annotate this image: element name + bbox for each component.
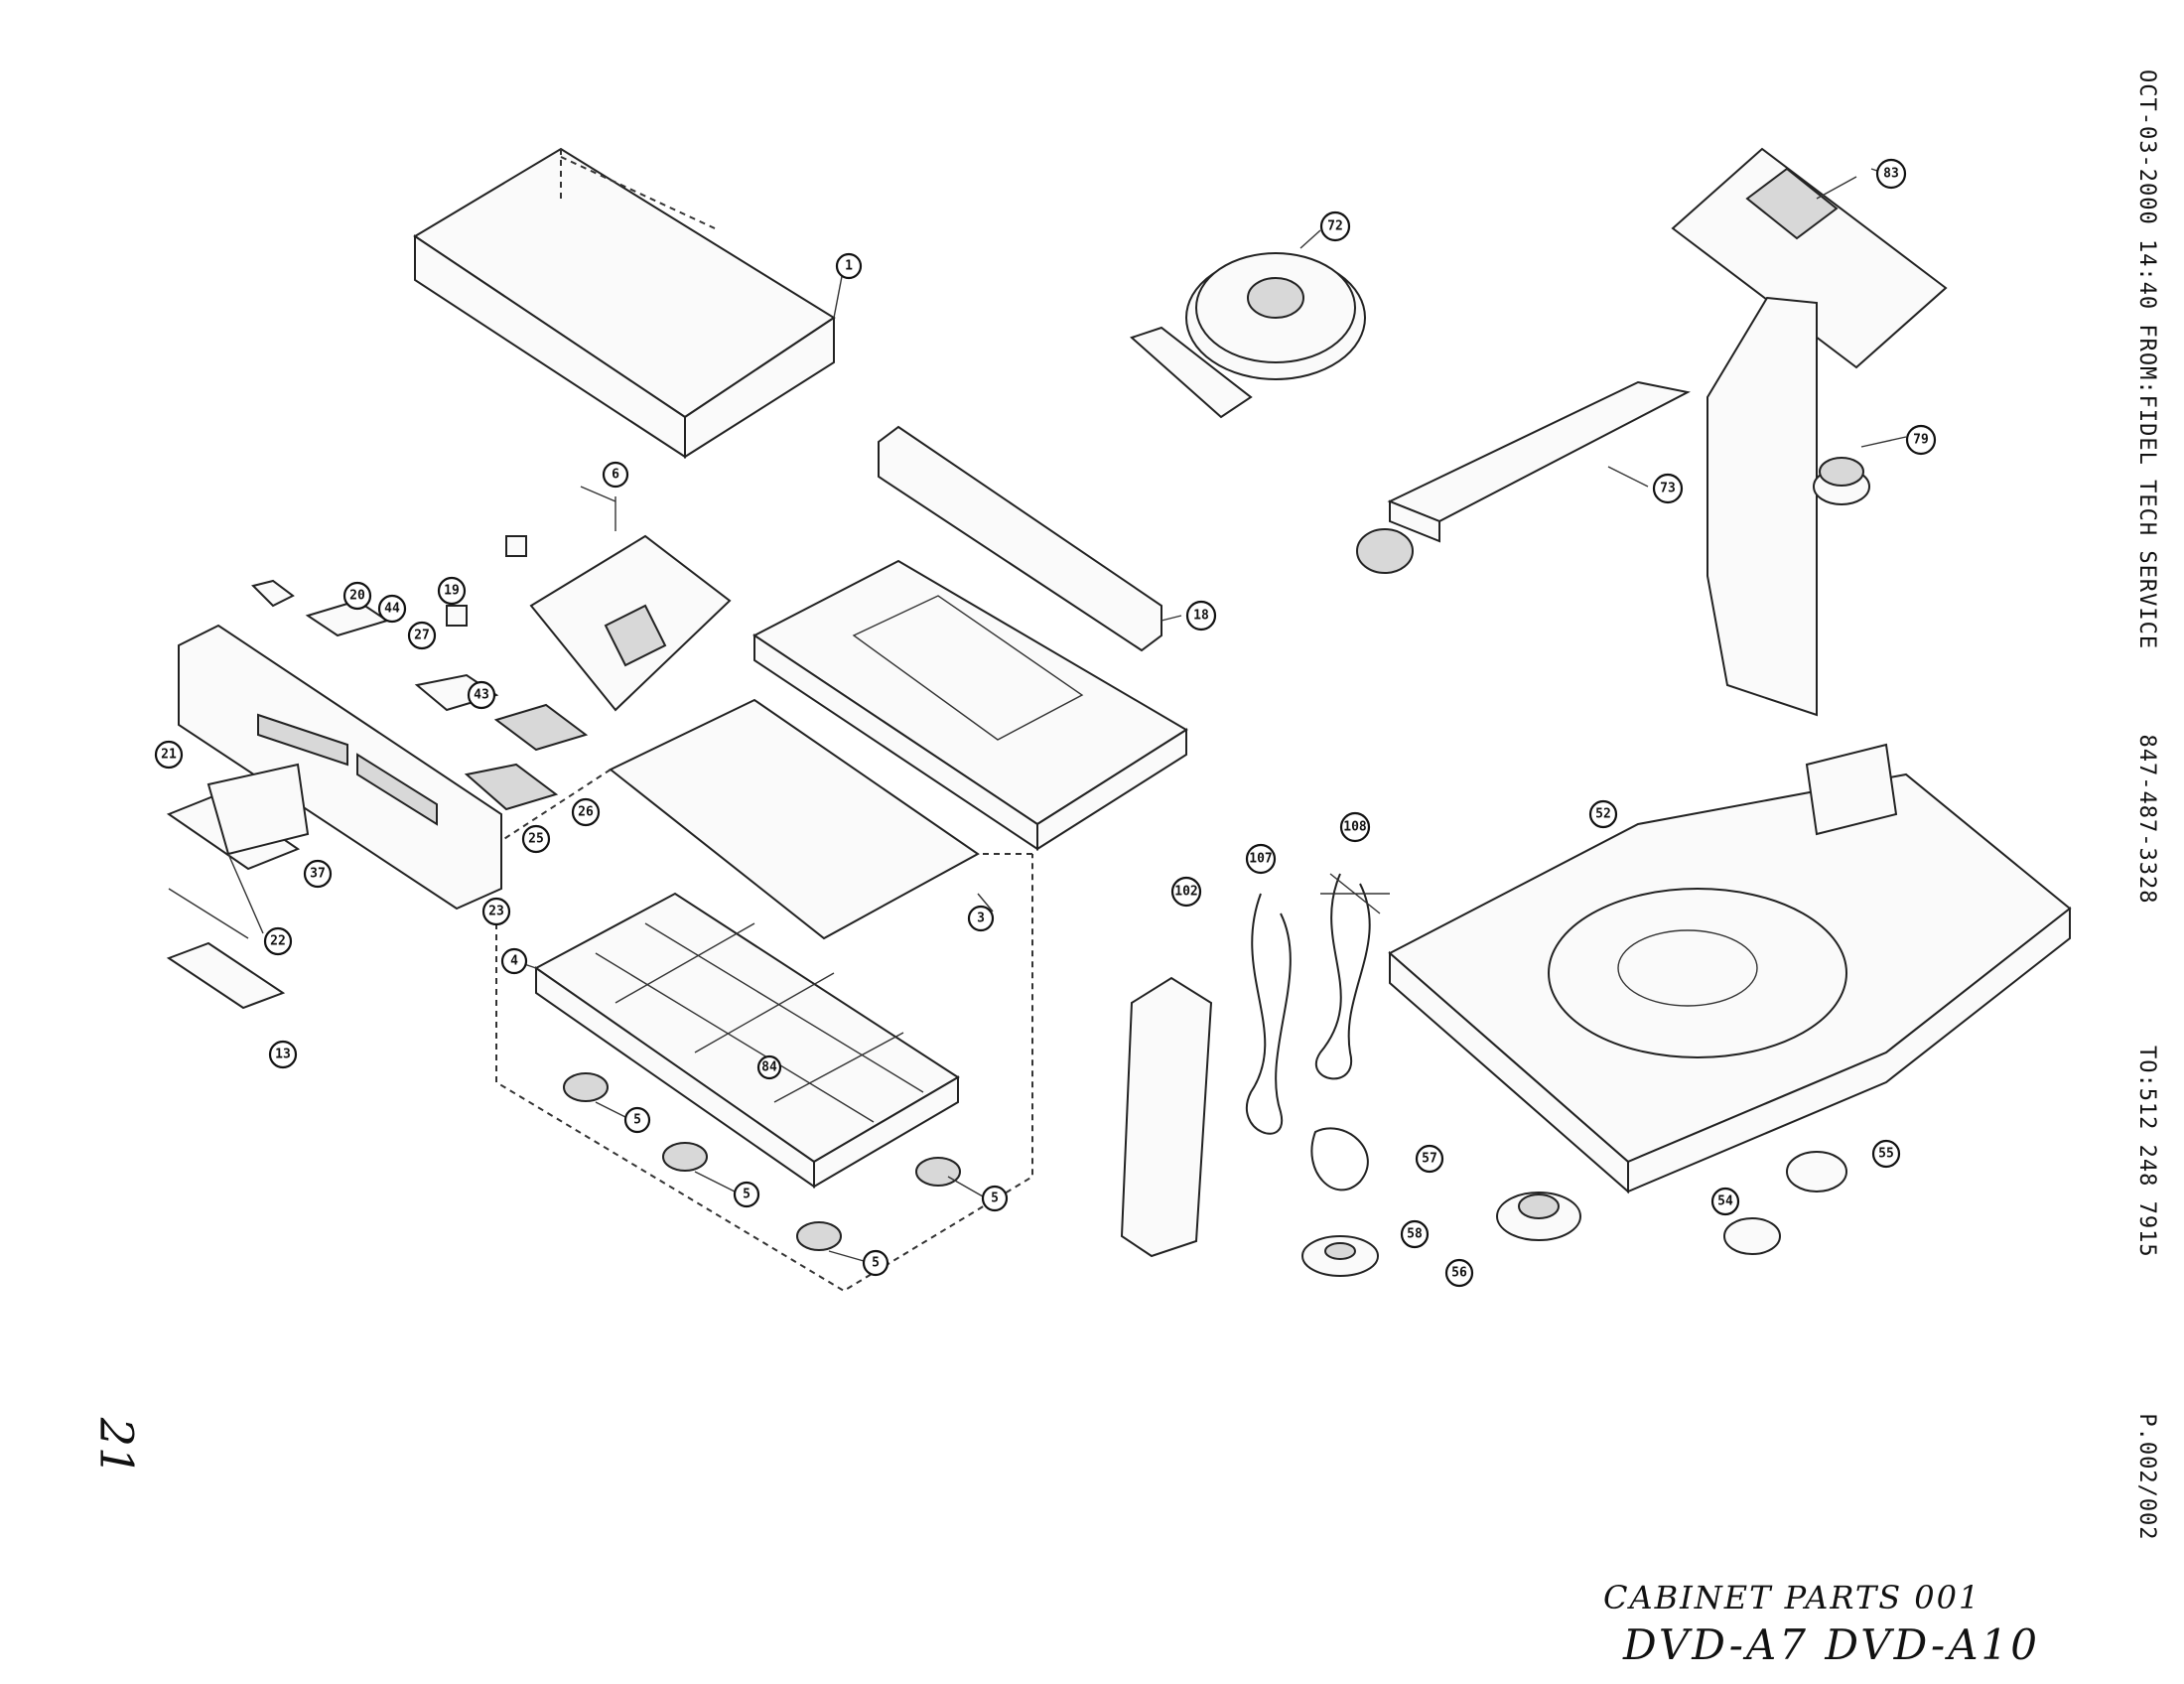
callout-13: 13 [268,1040,298,1069]
callout-5d: 5 [862,1249,889,1277]
svg-text:19: 19 [444,584,460,599]
callout-23: 23 [481,897,511,926]
callout-25: 25 [521,824,551,854]
tray-mechanism-parts [1301,1127,1847,1277]
callout-56: 56 [1444,1258,1474,1288]
callout-102: 102 [1170,876,1202,908]
callout-57: 57 [1415,1144,1444,1174]
callout-5c: 5 [981,1185,1009,1212]
callout-84: 84 [756,1054,782,1080]
callout-108: 108 [1339,811,1371,843]
svg-text:26: 26 [578,805,594,820]
callout-79: 79 [1905,424,1937,456]
callout-54: 54 [1710,1187,1740,1216]
svg-text:23: 23 [488,905,504,919]
svg-text:6: 6 [612,468,619,483]
main-pcb [529,496,732,712]
svg-text:73: 73 [1660,482,1676,496]
fax-from: FROM:FIDEL TECH SERVICE [2134,324,2159,650]
callout-1: 1 [835,252,863,280]
callout-21: 21 [154,740,184,770]
svg-text:22: 22 [270,934,286,949]
svg-text:54: 54 [1717,1194,1733,1209]
callout-72: 72 [1319,210,1351,242]
svg-text:43: 43 [474,688,489,703]
svg-text:18: 18 [1193,609,1209,624]
leader-lines [520,168,1907,1262]
svg-text:52: 52 [1595,807,1611,822]
svg-text:5: 5 [633,1113,641,1128]
feet [563,1072,961,1251]
fax-page: P.002/002 [2134,1413,2159,1541]
top-cover [413,147,845,459]
rear-panel [878,425,1182,652]
svg-text:108: 108 [1343,820,1367,835]
callout-3: 3 [967,905,995,932]
svg-text:4: 4 [510,954,518,969]
svg-text:84: 84 [761,1060,777,1075]
handwritten-page-number: 21 [89,1417,144,1476]
handwritten-caption-title: CABINET PARTS 001 [1603,1579,1981,1616]
fax-timestamp: OCT-03-2000 14:40 [2134,70,2159,311]
svg-text:72: 72 [1327,219,1343,234]
fax-from-phone: 847-487-3328 [2134,734,2159,905]
svg-text:56: 56 [1451,1266,1467,1281]
svg-text:44: 44 [384,602,400,617]
honeycomb-base [534,892,960,1189]
fax-to: TO:512 248 7915 [2134,1045,2159,1258]
callout-43: 43 [467,680,496,710]
callout-22: 22 [263,926,293,956]
remote-control [1120,976,1213,1258]
chassis-frame [752,559,1188,851]
svg-text:102: 102 [1174,885,1197,900]
callout-20: 20 [342,581,372,611]
callout-37: 37 [303,859,333,889]
svg-text:37: 37 [310,867,326,882]
svg-text:83: 83 [1883,167,1899,182]
svg-text:25: 25 [528,832,544,847]
callout-5b: 5 [733,1181,760,1208]
callout-83: 83 [1875,158,1907,190]
disc-tray [1388,743,2072,1194]
svg-text:20: 20 [349,589,365,604]
svg-text:57: 57 [1422,1152,1437,1167]
callout-18: 18 [1185,600,1217,632]
svg-text:3: 3 [977,912,985,926]
svg-text:79: 79 [1913,433,1929,448]
callout-19: 19 [437,576,467,606]
svg-text:107: 107 [1249,852,1272,867]
traverse-rail [1356,380,1691,574]
svg-text:5: 5 [872,1256,880,1271]
svg-text:58: 58 [1407,1227,1423,1242]
svg-text:1: 1 [845,259,853,274]
turntable-motor [1130,229,1366,419]
callout-5a: 5 [623,1106,651,1134]
callout-27: 27 [407,621,437,650]
optical-pickup [1671,147,1948,717]
callout-6: 6 [602,461,629,489]
callout-58: 58 [1400,1219,1430,1249]
svg-text:5: 5 [991,1192,999,1206]
svg-text:13: 13 [275,1048,291,1062]
rubber-foot-79 [1813,457,1870,505]
cables [1245,873,1390,1135]
callout-44: 44 [377,594,407,624]
handwritten-caption-models: DVD-A7 DVD-A10 [1623,1620,2040,1669]
svg-text:5: 5 [743,1188,751,1202]
callout-26: 26 [571,797,601,827]
callout-107: 107 [1245,843,1277,875]
front-panel-trim [166,763,310,1010]
fax-header: OCT-03-2000 14:40 FROM:FIDEL TECH SERVIC… [2134,70,2159,1541]
bottom-plate [609,698,994,940]
callout-55: 55 [1871,1139,1901,1169]
callout-52: 52 [1588,799,1618,829]
svg-text:21: 21 [161,748,177,763]
callout-73: 73 [1652,473,1684,504]
callout-4: 4 [500,947,528,975]
front-panel [178,535,589,911]
assembly-outline [495,769,1033,1293]
svg-text:55: 55 [1878,1147,1894,1162]
svg-text:27: 27 [414,629,430,643]
